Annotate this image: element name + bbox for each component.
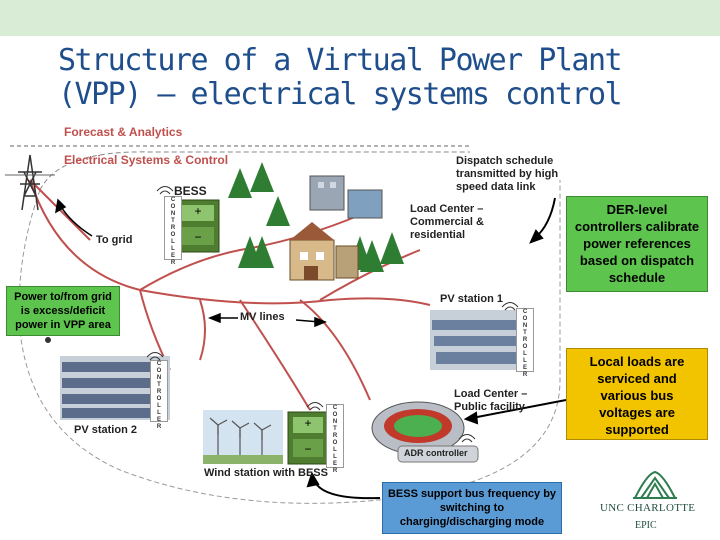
wireless-icons: [146, 186, 519, 443]
svg-text:+: +: [194, 204, 201, 218]
loads-callout-line-2: serviced and: [597, 371, 677, 386]
der-callout-line-4: based on dispatch: [579, 253, 695, 268]
wind-station-label: Wind station with BESS: [204, 467, 328, 479]
grid-power-callout: Power to/from grid is excess/deficit pow…: [6, 286, 120, 336]
vpp-area-boundary-top: [39, 151, 470, 191]
mv-lines-label: MV lines: [240, 311, 285, 323]
slide-title: Structure of a Virtual Power Plant (VPP)…: [58, 43, 623, 112]
adr-controller-box: [397, 445, 479, 463]
mv-line-public: [299, 299, 371, 401]
grid-node-dot: [45, 337, 51, 343]
logo-sub: EPIC: [635, 520, 657, 531]
forecast-analytics-label: Forecast & Analytics: [64, 125, 183, 139]
load-center-public-label: Load Center – Public facility: [454, 388, 527, 414]
dispatch-label-line-1: Dispatch schedule: [456, 155, 554, 167]
mv-lines-arrow: [207, 312, 328, 328]
transmission-tower-icon: [5, 154, 55, 211]
dispatch-label-line-2: transmitted by high: [456, 168, 559, 180]
loads-callout-line-3: various bus: [600, 388, 674, 403]
mv-line-main: [29, 179, 431, 306]
mv-line-to-grid: [29, 179, 91, 241]
slide-title-line-2: (VPP) – electrical systems control: [58, 77, 623, 112]
svg-text:−: −: [304, 442, 311, 456]
unc-charlotte-logo: UNC CHARLOTTE EPIC: [595, 470, 715, 536]
pv-station-1-label: PV station 1: [440, 293, 503, 305]
crown-icon: [633, 470, 677, 499]
mv-line-commercial: [139, 214, 361, 291]
load-center-commercial-line-1: Load Center –: [410, 203, 484, 215]
mv-line-branch: [199, 299, 206, 361]
bess-callout-line-1: BESS support bus frequency by: [387, 488, 557, 500]
building-icons: [289, 175, 383, 281]
grid-callout-line-2: is excess/deficit: [20, 305, 106, 317]
load-center-commercial-label: Load Center – Commercial & residential: [410, 203, 484, 242]
bess-unit-wind: + −: [287, 411, 329, 465]
logo-name: UNC CHARLOTTE: [600, 502, 696, 514]
local-loads-callout: Local loads are serviced and various bus…: [566, 348, 708, 440]
bess-callout-line-3: charging/discharging mode: [399, 516, 545, 528]
load-center-commercial-line-3: residential: [410, 229, 466, 241]
load-center-public-line-1: Load Center –: [454, 388, 528, 400]
load-center-public-line-2: Public facility: [454, 401, 525, 413]
dispatch-label: Dispatch schedule transmitted by high sp…: [456, 155, 558, 194]
stadium-icon: [371, 401, 465, 455]
load-center-commercial-line-2: Commercial &: [410, 216, 484, 228]
loads-arrow: [471, 399, 567, 419]
adr-controller-label: ADR controller: [404, 448, 468, 458]
bess-label: BESS: [174, 184, 207, 198]
wind-turbine-icons: [203, 410, 283, 464]
callout-arrows: [306, 399, 567, 500]
bess-unit-top: + −: [176, 199, 220, 253]
mv-line-network: [29, 179, 431, 411]
electrical-systems-label: Electrical Systems & Control: [64, 153, 229, 167]
loads-callout-line-5: supported: [605, 422, 669, 437]
loads-callout-line-1: Local loads are: [589, 354, 685, 369]
dispatch-label-line-3: speed data link: [456, 181, 536, 193]
svg-text:+: +: [304, 416, 311, 430]
der-callout-line-5: schedule: [608, 270, 666, 285]
to-grid-arrow: [55, 198, 93, 237]
der-callout-line-2: controllers calibrate: [574, 219, 700, 234]
svg-text:−: −: [194, 230, 201, 244]
mv-line-res: [319, 249, 421, 301]
dispatch-arrow: [529, 197, 556, 244]
slide-title-line-1: Structure of a Virtual Power Plant: [58, 43, 623, 78]
pv-station-2-label: PV station 2: [74, 424, 137, 436]
grid-callout-line-1: Power to/from grid: [14, 291, 112, 303]
pv-station-1: [430, 310, 520, 370]
bess-arrow: [313, 479, 381, 500]
der-callout-line-1: DER-level: [606, 202, 668, 217]
grid-callout-line-3: power in VPP area: [15, 319, 111, 331]
loads-callout-line-4: voltages are: [599, 405, 675, 420]
der-controllers-callout: DER-level controllers calibrate power re…: [566, 196, 708, 292]
mv-line-wind: [239, 299, 311, 411]
to-grid-label: To grid: [96, 234, 133, 246]
top-band: [0, 0, 720, 36]
bess-callout-line-2: switching to: [439, 502, 505, 514]
bess-support-callout: BESS support bus frequency by switching …: [382, 482, 562, 534]
der-callout-line-3: power references: [583, 236, 691, 251]
